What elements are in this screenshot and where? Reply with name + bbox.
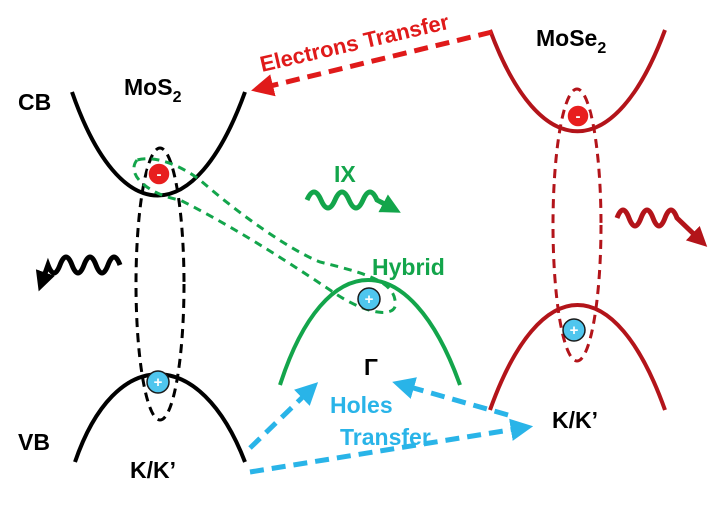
kk-right-label: K/K’ [552, 407, 598, 433]
kk-left-label: K/K’ [130, 457, 176, 483]
mos2-hole: + [146, 370, 170, 394]
mos2-conduction-band [70, 91, 247, 198]
svg-text:-: - [157, 166, 162, 183]
mose2-hole: + [562, 318, 586, 342]
electrons-transfer-arrow [251, 29, 493, 97]
holes-transfer-arrow-to-kk [249, 418, 534, 475]
svg-text:+: + [570, 322, 579, 339]
svg-text:-: - [576, 108, 581, 125]
holes-transfer-arrow-to-gamma [248, 382, 319, 450]
hybrid-hole: + [357, 287, 381, 311]
mos2-intralayer-exciton-ellipse [134, 146, 186, 422]
mos2-emission-wave-arrow [35, 254, 123, 292]
mose2-valence-band [488, 303, 667, 411]
gamma-label: Γ [364, 354, 378, 380]
cb-label: CB [18, 89, 51, 115]
svg-text:+: + [365, 291, 374, 308]
mose2-label: MoSe2 [536, 25, 606, 57]
mose2-electron: - [566, 104, 590, 128]
mose2-conduction-band [488, 29, 667, 134]
vb-label: VB [18, 429, 50, 455]
mose2-emission-wave-arrow [614, 207, 708, 247]
svg-text:+: + [154, 374, 163, 391]
ix-label: IX [334, 161, 356, 187]
holes-transfer-arrow-to-hybrid [392, 377, 509, 418]
hybrid-label: Hybrid [372, 254, 445, 280]
hybrid-gamma-band [278, 278, 462, 386]
holes-label: Holes [330, 392, 393, 418]
mos2-electron: - [147, 162, 171, 186]
transfer-label: Transfer [340, 424, 431, 450]
interlayer-exciton-ellipse [132, 157, 397, 314]
mose2-intralayer-exciton-ellipse [551, 87, 603, 363]
ix-emission-wave-arrow [304, 189, 401, 213]
mos2-label: MoS2 [124, 74, 182, 106]
